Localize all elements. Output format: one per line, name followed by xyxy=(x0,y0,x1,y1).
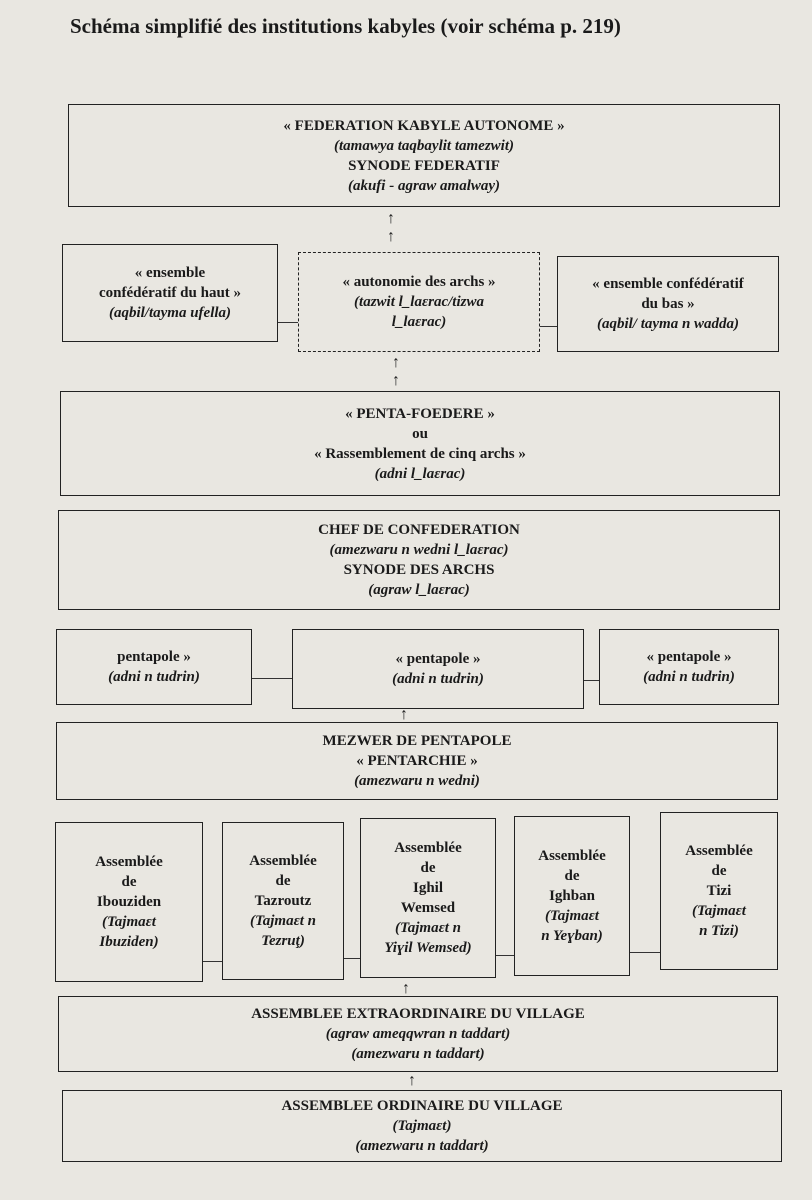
synode-federatif-kabyle: (akufi - agraw amalway) xyxy=(347,177,501,194)
arrow-up-icon: ↑ xyxy=(400,706,408,723)
mezwer-title: MEZWER DE PENTAPOLE xyxy=(322,733,512,749)
arrow-up-icon: ↑ xyxy=(387,210,395,227)
assemblee-place: Ibouziden xyxy=(96,894,162,910)
assemblee-box-ighil-wemsed: Assemblée de Ighil Wemsed (Tajmaɛt n Yiɣ… xyxy=(360,818,496,978)
assemblee-kabyle-2: Tezruţ) xyxy=(261,933,305,949)
assemblee-kabyle-2: Yiɣil Wemsed) xyxy=(384,940,472,956)
assemblee-label: Assemblée xyxy=(249,853,317,869)
assemblee-box-tazroutz: Assemblée de Tazroutz (Tajmaɛt n Tezruţ) xyxy=(222,822,344,980)
assemblee-box-tizi: Assemblée de Tizi (Tajmaɛt n Tizi) xyxy=(660,812,778,970)
pentapole-box-center: « pentapole » (adni n tudrin) xyxy=(292,629,584,709)
pentarchie-label: « PENTARCHIE » xyxy=(356,753,478,769)
penta-foedere-ou: ou xyxy=(412,425,428,442)
assemblee-box-ighban: Assemblée de Ighban (Tajmaɛt n Yeɣban) xyxy=(514,816,630,976)
arrow-up-icon: ↑ xyxy=(392,354,400,371)
chef-kabyle: (amezwaru n wedni l_laɛrac) xyxy=(329,542,509,558)
ordinaire-kabyle-2: (amezwaru n taddart) xyxy=(355,1138,489,1154)
connector-line xyxy=(540,326,558,327)
assemblee-de: de xyxy=(564,868,580,884)
ensemble-bas-line1: « ensemble confédératif xyxy=(592,276,744,292)
assemblee-de: de xyxy=(121,874,137,890)
assemblee-de: de xyxy=(711,863,727,879)
assemblee-kabyle-2: n Yeɣban) xyxy=(541,928,603,944)
connector-line xyxy=(584,680,600,681)
assemblee-ordinaire-box: ASSEMBLEE ORDINAIRE DU VILLAGE (Tajmaɛt)… xyxy=(62,1090,782,1162)
connector-line xyxy=(252,678,292,679)
extraordinaire-kabyle-1: (agraw ameqqwran n taddart) xyxy=(325,1026,511,1042)
assemblee-box-ibouziden: Assemblée de Ibouziden (Tajmaɛt Ibuziden… xyxy=(55,822,203,982)
connector-line xyxy=(496,955,514,956)
pentapole-box-left: pentapole » (adni n tudrin) xyxy=(56,629,252,705)
penta-foedere-kabyle: (adni l_laɛrac) xyxy=(374,465,466,482)
federation-title: « FEDERATION KABYLE AUTONOME » xyxy=(283,117,565,134)
assemblee-kabyle-2: n Tizi) xyxy=(699,923,739,939)
assemblee-extraordinaire-box: ASSEMBLEE EXTRAORDINAIRE DU VILLAGE (agr… xyxy=(58,996,778,1072)
ensemble-haut-line1: « ensemble xyxy=(134,265,206,281)
connector-line xyxy=(344,958,360,959)
assemblee-kabyle-2: Ibuziden) xyxy=(99,934,159,950)
arrow-up-icon: ↑ xyxy=(408,1072,416,1089)
autonomie-line1: « autonomie des archs » xyxy=(342,274,496,290)
extraordinaire-kabyle-2: (amezwaru n taddart) xyxy=(351,1046,485,1062)
arrow-up-icon: ↑ xyxy=(387,228,395,245)
assemblee-place: Tazroutz xyxy=(254,893,312,909)
connector-line xyxy=(278,322,298,323)
chef-title: CHEF DE CONFEDERATION xyxy=(318,522,520,538)
assemblee-kabyle-1: (Tajmaɛt n xyxy=(394,920,462,936)
ensemble-haut-line2: confédératif du haut » xyxy=(98,285,242,301)
autonomie-kabyle-2: l_laɛrac) xyxy=(391,314,447,330)
ordinaire-kabyle-1: (Tajmaɛt) xyxy=(392,1118,452,1134)
mezwer-box: MEZWER DE PENTAPOLE « PENTARCHIE » (amez… xyxy=(56,722,778,800)
arrow-up-icon: ↑ xyxy=(402,980,410,997)
pentapole-kabyle: (adni n tudrin) xyxy=(108,669,200,685)
connector-line xyxy=(630,952,660,953)
synode-archs-kabyle: (agraw l_laɛrac) xyxy=(368,582,470,598)
ensemble-bas-box: « ensemble confédératif du bas » (aqbil/… xyxy=(557,256,779,352)
mezwer-kabyle: (amezwaru n wedni) xyxy=(354,773,480,789)
assemblee-kabyle-1: (Tajmaɛt xyxy=(545,908,599,924)
ensemble-bas-kabyle: (aqbil/ tayma n wadda) xyxy=(596,316,740,332)
assemblee-label: Assemblée xyxy=(538,848,606,864)
assemblee-kabyle-1: (Tajmaɛt n xyxy=(249,913,317,929)
assemblee-place-2: Wemsed xyxy=(400,900,456,916)
pentapole-label: pentapole » xyxy=(117,649,191,665)
pentapole-label: « pentapole » xyxy=(646,649,732,665)
assemblee-label: Assemblée xyxy=(95,854,163,870)
pentapole-label: « pentapole » xyxy=(395,651,481,667)
penta-foedere-box: « PENTA-FOEDERE » ou « Rassemblement de … xyxy=(60,391,780,496)
chef-confederation-box: CHEF DE CONFEDERATION (amezwaru n wedni … xyxy=(58,510,780,610)
pentapole-box-right: « pentapole » (adni n tudrin) xyxy=(599,629,779,705)
pentapole-kabyle: (adni n tudrin) xyxy=(392,671,484,687)
pentapole-kabyle: (adni n tudrin) xyxy=(643,669,735,685)
connector-line xyxy=(203,961,222,962)
assemblee-kabyle-1: (Tajmaɛt xyxy=(692,903,746,919)
federation-kabyle: (tamawya taqbaylit tamezwit) xyxy=(334,137,514,154)
ensemble-haut-kabyle: (aqbil/tayma ufella) xyxy=(108,305,232,321)
assemblee-label: Assemblée xyxy=(394,840,462,856)
assemblee-place: Tizi xyxy=(706,883,732,899)
extraordinaire-title: ASSEMBLEE EXTRAORDINAIRE DU VILLAGE xyxy=(251,1006,585,1022)
synode-federatif: SYNODE FEDERATIF xyxy=(348,157,500,174)
autonomie-kabyle-1: (tazwit l_laɛrac/tizwa xyxy=(354,294,484,310)
penta-foedere-title: « PENTA-FOEDERE » xyxy=(345,405,495,422)
federation-box: « FEDERATION KABYLE AUTONOME » (tamawya … xyxy=(68,104,780,207)
assemblee-label: Assemblée xyxy=(685,843,753,859)
rassemblement-label: « Rassemblement de cinq archs » xyxy=(314,445,526,462)
assemblee-de: de xyxy=(420,860,436,876)
assemblee-kabyle-1: (Tajmaɛt xyxy=(102,914,156,930)
synode-archs: SYNODE DES ARCHS xyxy=(343,562,495,578)
autonomie-box: « autonomie des archs » (tazwit l_laɛrac… xyxy=(298,252,540,352)
ensemble-bas-line2: du bas » xyxy=(641,296,695,312)
arrow-up-icon: ↑ xyxy=(392,372,400,389)
ensemble-haut-box: « ensemble confédératif du haut » (aqbil… xyxy=(62,244,278,342)
page-title: Schéma simplifié des institutions kabyle… xyxy=(70,14,621,38)
ordinaire-title: ASSEMBLEE ORDINAIRE DU VILLAGE xyxy=(281,1098,563,1114)
assemblee-place: Ighban xyxy=(549,888,595,904)
assemblee-place: Ighil xyxy=(412,880,443,896)
assemblee-de: de xyxy=(275,873,291,889)
